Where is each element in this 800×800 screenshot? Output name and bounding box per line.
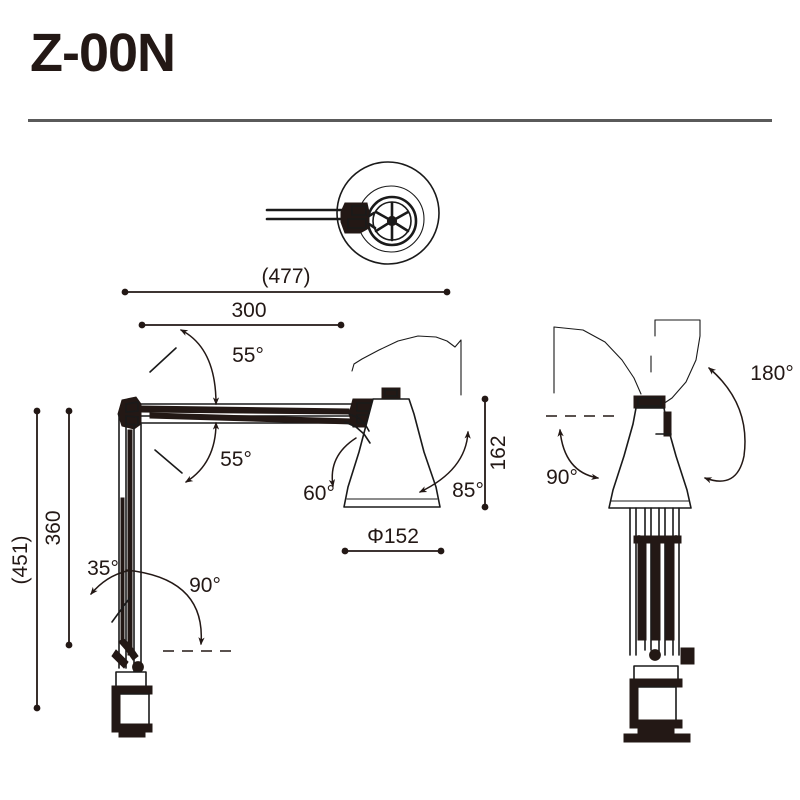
dimension-reach-overall-label: (477) (261, 265, 310, 288)
dimension-reach-arm-label: 300 (231, 299, 266, 322)
angle-base-tilt: 35° (87, 557, 132, 623)
angle-head-tilt-front-label: 85° (452, 479, 484, 502)
dimension-head-height: 162 (481, 395, 510, 511)
side-lower-link (111, 637, 144, 673)
angle-head-tilt-front: 85° (418, 430, 484, 502)
angle-upper-arm-down-label: 55° (220, 448, 252, 471)
dimension-reach-arm: 300 (138, 299, 345, 329)
angle-head-rotate-full-label: 180° (750, 362, 793, 385)
side-elbow-joint (117, 396, 142, 430)
angle-upper-arm-up: 55° (149, 329, 264, 406)
dimension-height-arm: 360 (42, 407, 73, 649)
angle-head-rotate-half-label: 90° (546, 466, 578, 489)
dimension-head-height-label: 162 (487, 435, 510, 470)
front-lamp-head (608, 395, 692, 509)
dimension-reach-overall: (477) (121, 265, 451, 296)
dimension-height-overall: (451) (9, 407, 41, 712)
side-view: 162 Φ152 55° 55° (87, 329, 510, 738)
side-lower-arm (118, 413, 142, 673)
side-upper-arm (130, 403, 358, 425)
side-lamp-shade (343, 387, 441, 508)
angle-base-swivel-label: 90° (189, 574, 221, 597)
dimension-height-arm-label: 360 (42, 510, 65, 545)
dimension-height-overall-label: (451) (9, 535, 32, 584)
angle-head-rotate-half: 90° (546, 415, 615, 489)
front-clamp-base (623, 665, 691, 743)
front-view: 180° 90° (546, 319, 794, 743)
angle-upper-arm-up-label: 55° (232, 344, 264, 367)
title-divider (28, 119, 772, 122)
top-view-arm (265, 202, 377, 234)
angle-upper-arm-down: 55° (154, 421, 252, 483)
angle-base-swivel: 90° (125, 569, 231, 652)
angle-head-rotate-full: 180° (703, 362, 794, 484)
dimension-shade-diameter: Φ152 (341, 525, 445, 555)
angle-head-tilt-back: 60° (303, 437, 357, 505)
page-title: Z-00N (30, 23, 176, 83)
side-clamp-base (111, 671, 153, 738)
front-folded-arms (629, 507, 695, 665)
top-view (265, 161, 440, 265)
dimension-shade-diameter-label: Φ152 (367, 525, 419, 548)
angle-head-tilt-back-label: 60° (303, 482, 335, 505)
angle-base-tilt-label: 35° (87, 557, 119, 580)
shade-hub (374, 201, 410, 242)
